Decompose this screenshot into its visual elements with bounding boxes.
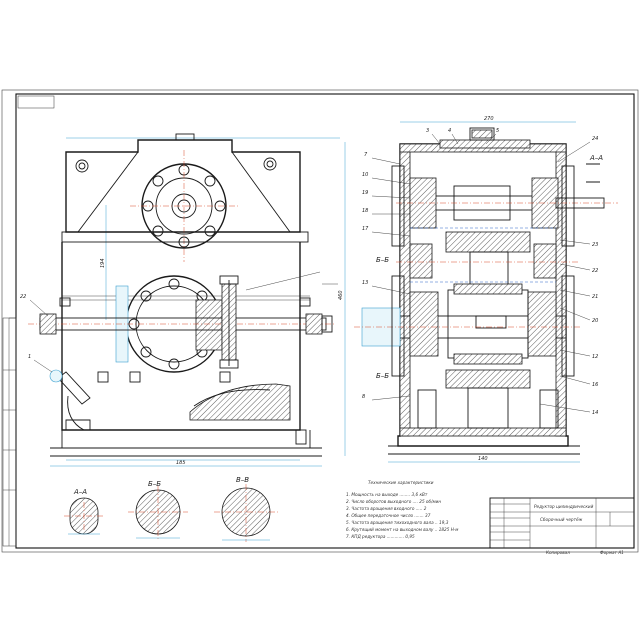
section-a-a: А–А bbox=[64, 488, 104, 535]
tech-spec-3: 3. Частота вращения входного ..... 2 bbox=[346, 506, 427, 511]
pos-12: 12 bbox=[592, 354, 598, 360]
pos-1: 1 bbox=[28, 354, 31, 360]
dim-right-base: 140 bbox=[478, 456, 488, 462]
section-a-a-title: А–А bbox=[73, 488, 87, 496]
pos-13: 13 bbox=[362, 280, 368, 286]
side-section-view: 270 140 bbox=[354, 116, 618, 463]
title-block: Редуктор цилиндрический Сборочный чертёж… bbox=[489, 497, 635, 555]
dim-left-base: 185 bbox=[176, 460, 186, 466]
format-label: Формат А1 bbox=[600, 550, 624, 555]
dim-top-width: 270 bbox=[484, 116, 494, 122]
tech-spec-2: 2. Число оборотов выходного .... 25 об/м… bbox=[346, 499, 441, 504]
pos-8: 8 bbox=[362, 394, 365, 400]
pos-17: 17 bbox=[362, 226, 369, 232]
section-v-v: В–В bbox=[214, 476, 278, 542]
tech-spec-7: 7. КПД редуктора ............. 0,95 bbox=[346, 534, 415, 539]
pos-5: 5 bbox=[496, 128, 499, 134]
pos-14: 14 bbox=[592, 410, 598, 416]
pos-7: 7 bbox=[364, 152, 368, 158]
pos-23: 23 bbox=[592, 242, 598, 248]
section-mark-a: А–А bbox=[589, 154, 603, 162]
title-block-name: Редуктор цилиндрический bbox=[534, 504, 594, 509]
pos-3: 3 bbox=[426, 128, 429, 134]
pos-21: 21 bbox=[592, 294, 598, 300]
pos-22-left: 22 bbox=[20, 294, 26, 300]
tech-spec-4: 4. Общее передаточное число ....... 37 bbox=[346, 513, 431, 518]
title-block-doc: Сборочный чертёж bbox=[540, 517, 583, 522]
dim-center-distance: 194 bbox=[100, 258, 106, 268]
pos-19: 19 bbox=[362, 190, 368, 196]
dim-left-height: 460 bbox=[338, 290, 344, 300]
section-mark-b-top: Б–Б bbox=[376, 256, 389, 264]
pos-18: 18 bbox=[362, 208, 368, 214]
tech-spec-5: 5. Частота вращения тихоходного вала .. … bbox=[346, 520, 449, 525]
technical-specs: Технические характеристики 1. Мощность н… bbox=[346, 480, 458, 539]
drawing-frame bbox=[1, 89, 639, 553]
pos-24: 24 bbox=[592, 136, 598, 142]
pos-16: 16 bbox=[592, 382, 598, 388]
pos-20: 20 bbox=[592, 318, 598, 324]
section-b-b-title: Б–Б bbox=[148, 480, 161, 488]
tech-spec-6: 6. Крутящий момент на выходном валу .. 1… bbox=[346, 527, 458, 532]
tech-specs-title: Технические характеристики bbox=[368, 480, 434, 485]
section-v-v-title: В–В bbox=[236, 476, 249, 484]
pos-4: 4 bbox=[448, 128, 451, 134]
section-mark-b-bottom: Б–Б bbox=[376, 372, 389, 380]
pos-22: 22 bbox=[592, 268, 598, 274]
pos-10: 10 bbox=[362, 172, 368, 178]
copy-label: Копировал bbox=[546, 550, 570, 555]
tech-spec-1: 1. Мощность на выходе ........ 3,6 кВт bbox=[346, 492, 428, 497]
section-b-b: Б–Б bbox=[128, 480, 188, 540]
front-view-housing: 460 194 185 bbox=[20, 133, 346, 467]
